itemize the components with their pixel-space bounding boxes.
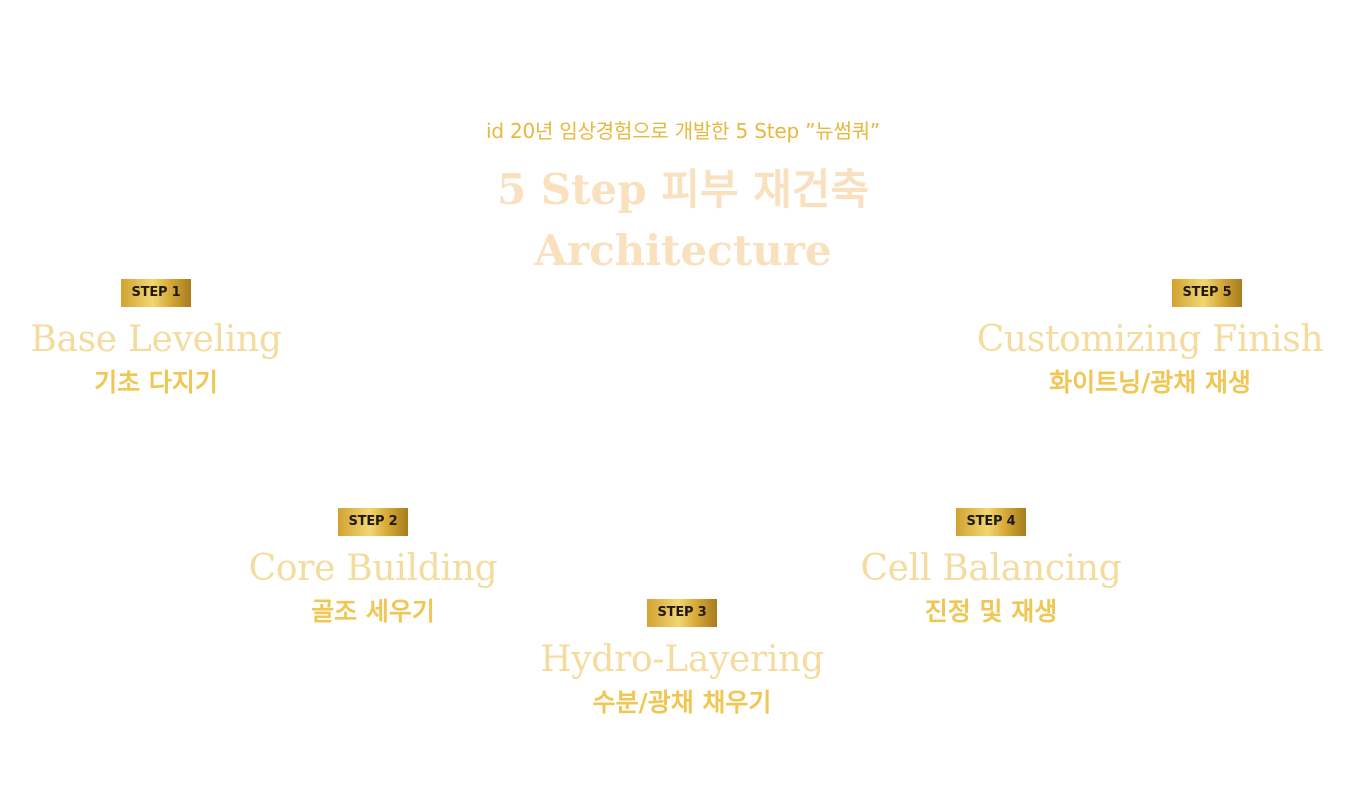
step-4: STEP 4 Cell Balancing 진정 및 재생: [781, 508, 1201, 629]
step-subtitle: 골조 세우기: [311, 597, 435, 626]
step-title: Customizing Finish: [976, 319, 1324, 360]
step-subtitle: 기초 다지기: [94, 368, 218, 397]
step-badge: STEP 1: [121, 279, 191, 307]
page-title: 5 Step 피부 재건축: [496, 165, 870, 214]
step-badge: STEP 2: [338, 508, 408, 536]
step-subtitle: 진정 및 재생: [924, 597, 1058, 626]
step-2: STEP 2 Core Building 골조 세우기: [163, 508, 583, 629]
step-subtitle: 화이트닝/광채 재생: [1049, 368, 1251, 397]
step-badge: STEP 4: [956, 508, 1026, 536]
step-title: Cell Balancing: [860, 548, 1122, 589]
step-1: STEP 1 Base Leveling 기초 다지기: [0, 279, 366, 400]
step-badge: STEP 5: [1172, 279, 1242, 307]
step-title: Core Building: [248, 548, 498, 589]
intro-text: id 20년 임상경험으로 개발한 5 Step ”뉴썸쿼”: [485, 119, 881, 143]
step-title: Base Leveling: [30, 319, 282, 360]
step-badge: STEP 3: [647, 599, 717, 627]
step-3: STEP 3 Hydro-Layering 수분/광채 채우기: [472, 599, 892, 720]
step-subtitle: 수분/광채 채우기: [592, 688, 772, 717]
step-title: Hydro-Layering: [540, 639, 824, 680]
step-5: STEP 5 Customizing Finish 화이트닝/광채 재생: [940, 279, 1360, 400]
page-title-subtitle: Architecture: [534, 226, 832, 275]
